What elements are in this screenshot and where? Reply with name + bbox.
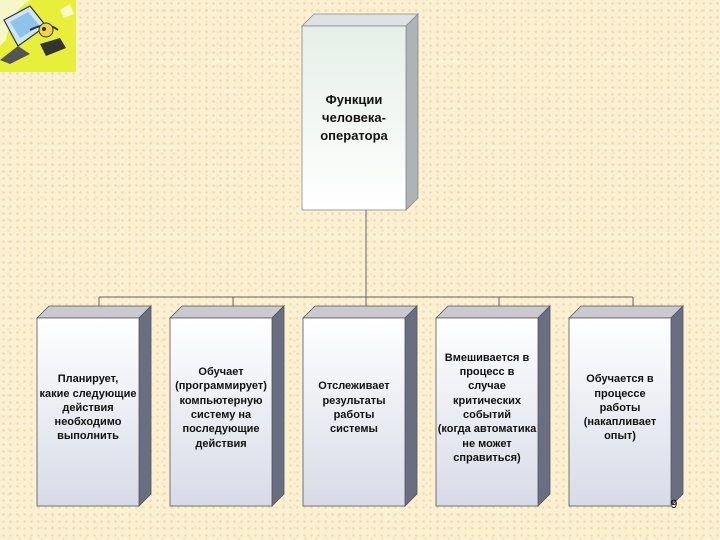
child-node-shape [568, 305, 684, 507]
child-node-label: Отслеживает результаты работы системы [318, 380, 390, 436]
root-node-shape [301, 13, 419, 211]
child-node-5: Обучается в процессе работы (накапливает… [568, 305, 684, 507]
monitor-logo-icon [0, 0, 76, 72]
page-number: 9 [670, 497, 678, 511]
child-node-label: Вмешивается в процесс в случае критическ… [437, 351, 537, 464]
child-node-label: Планирует, какие следующие действия необ… [39, 373, 137, 443]
child-node-shape [435, 305, 551, 507]
child-node-1: Планирует, какие следующие действия необ… [36, 305, 152, 507]
child-node-2: Обучает (программирует) компьютерную сис… [169, 305, 285, 507]
child-node-label: Обучает (программирует) компьютерную сис… [175, 366, 267, 450]
child-node-shape [302, 305, 418, 507]
child-node-shape [36, 305, 152, 507]
child-node-label: Обучается в процессе работы (накапливает… [583, 373, 657, 443]
child-node-shape [169, 305, 285, 507]
root-node: Функции человека- оператора [301, 13, 419, 211]
child-node-4: Вмешивается в процесс в случае критическ… [435, 305, 551, 507]
child-node-3: Отслеживает результаты работы системы [302, 305, 418, 507]
root-node-label: Функции человека- оператора [320, 91, 388, 144]
